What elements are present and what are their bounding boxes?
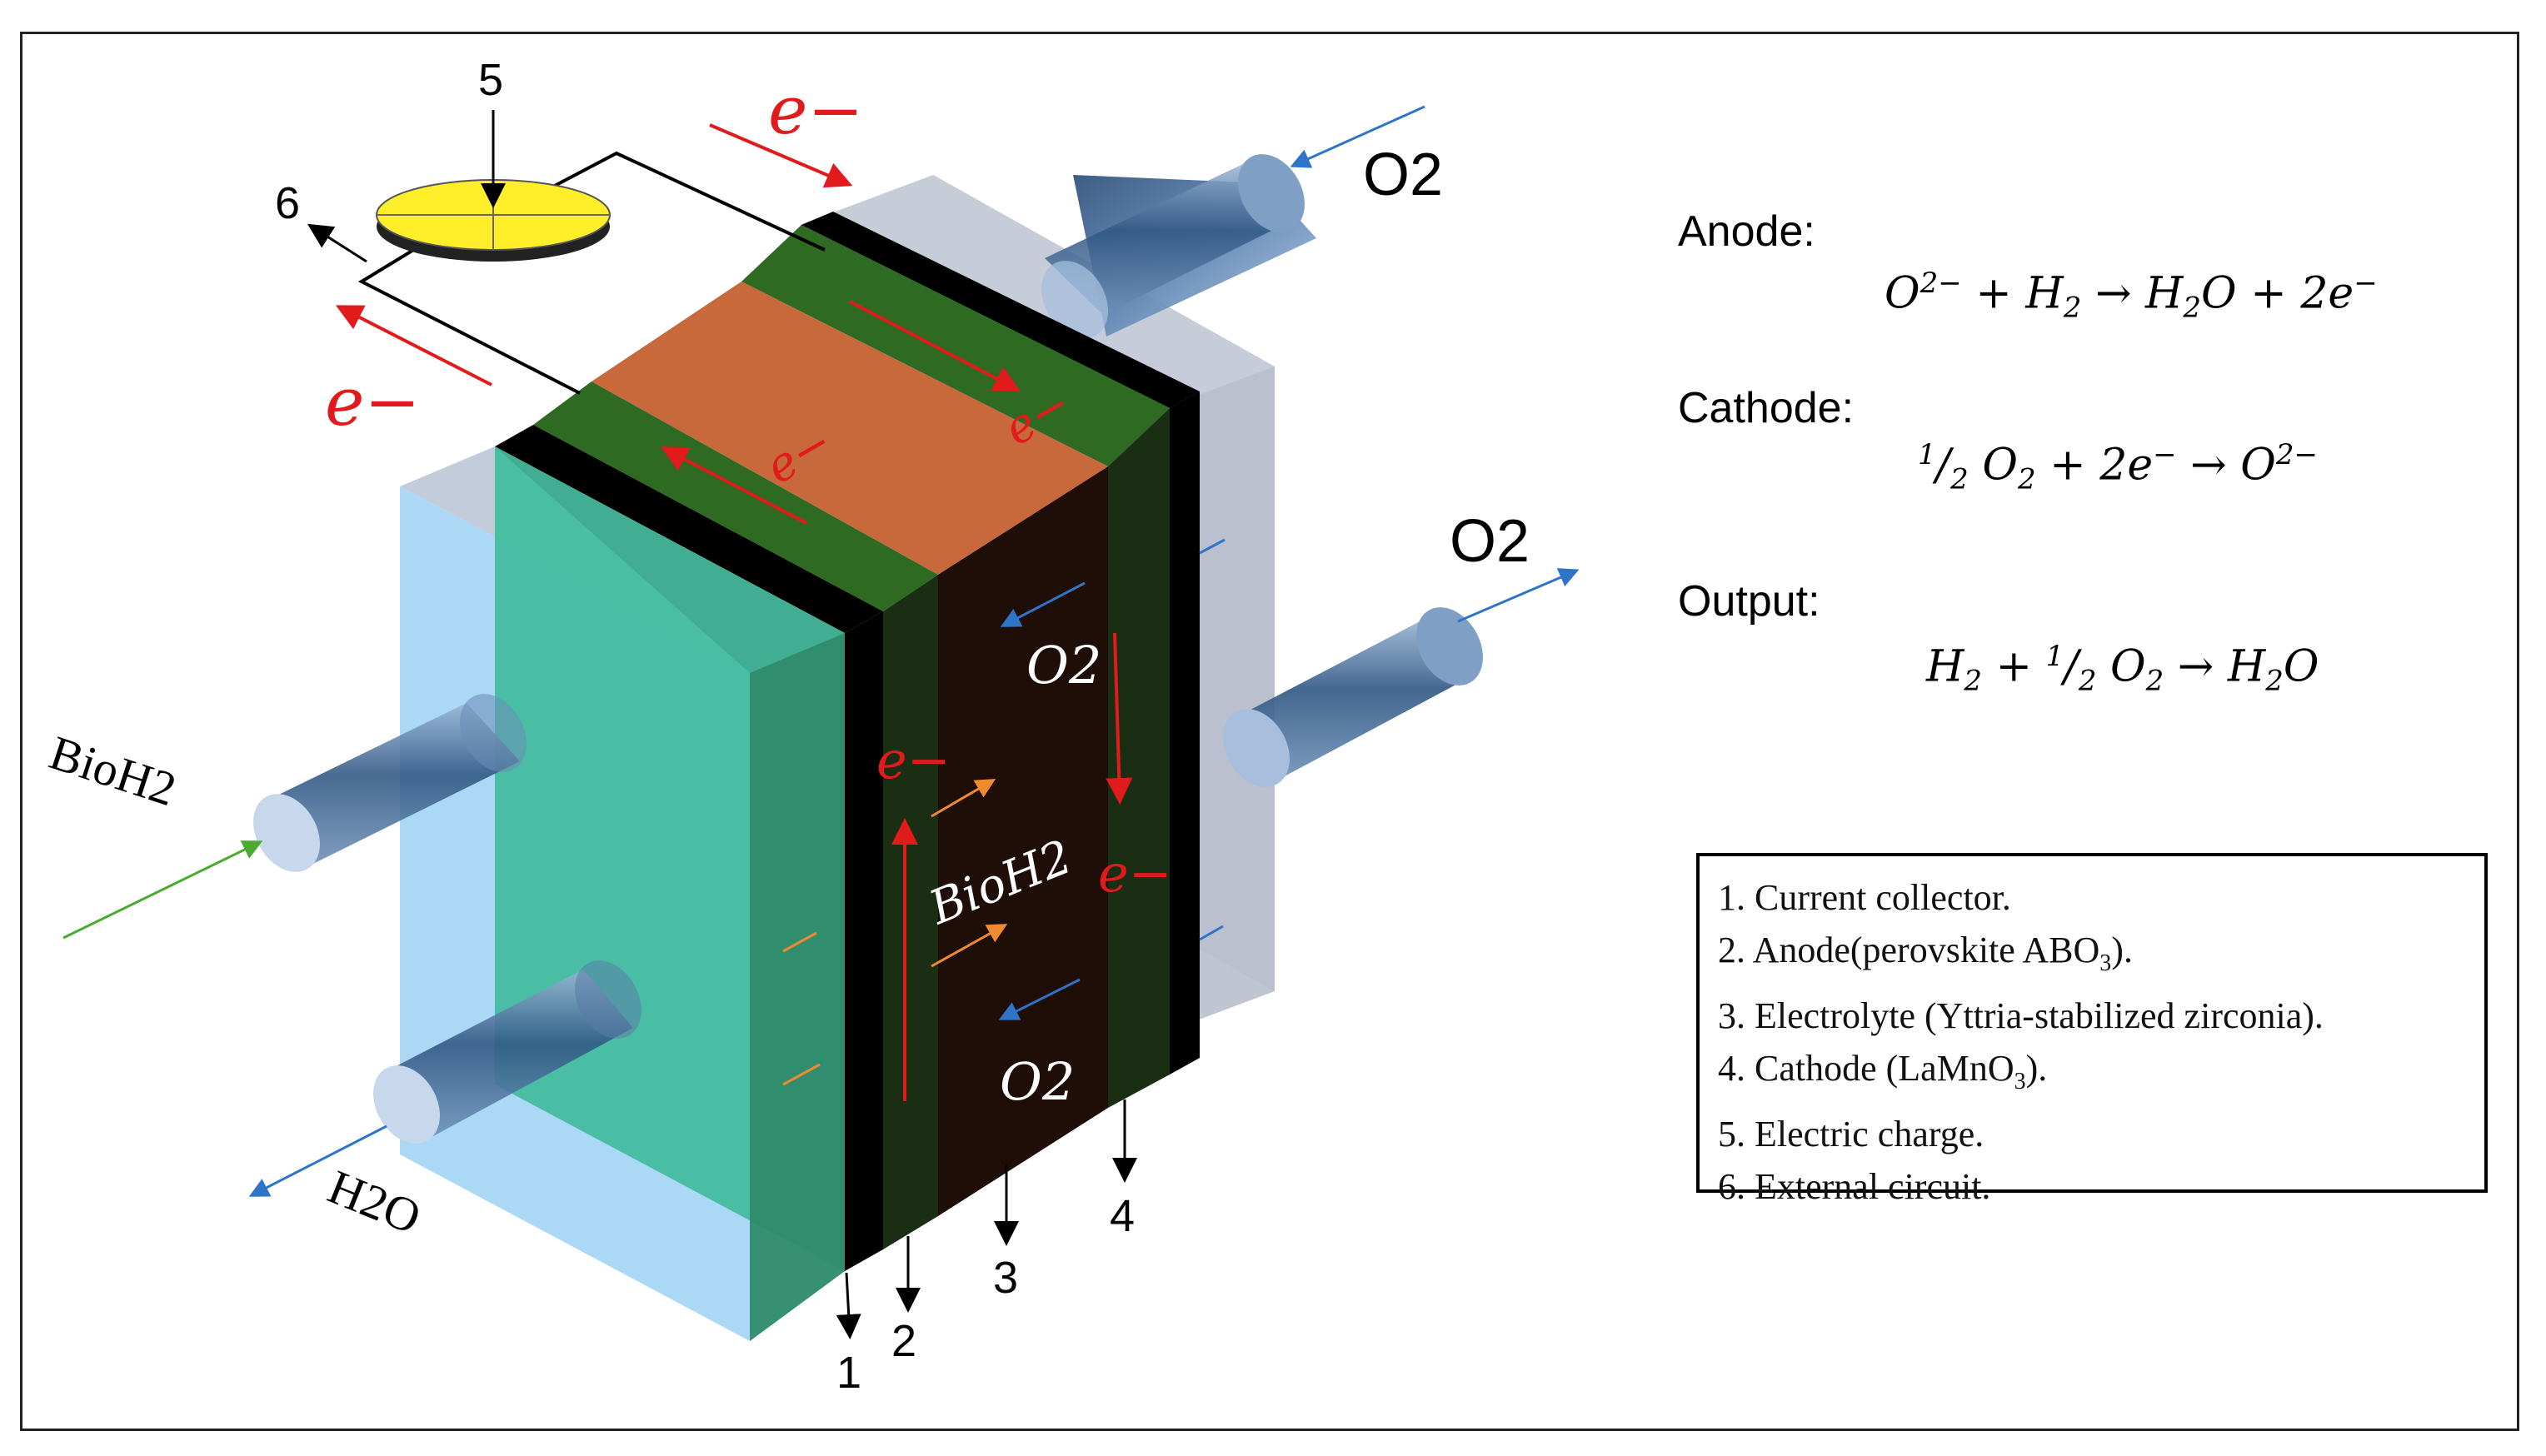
electron-label-left: e− [325, 363, 420, 441]
electric-charge-load [376, 179, 611, 262]
legend-item-2: 2. Anode(perovskite ABO3). [1718, 930, 2133, 976]
number-3: 3 [993, 1253, 1018, 1303]
number-4: 4 [1110, 1191, 1135, 1241]
number-pointer-arrows [307, 110, 1137, 1339]
cathode-label: Cathode: [1678, 384, 1855, 432]
o2-outlet-pipe [1223, 607, 1483, 787]
h2o-outlet-label: H2O [321, 1159, 428, 1245]
o2-outlet-label: O2 [1450, 508, 1530, 575]
number-5: 5 [478, 55, 503, 105]
cathode-equation: 1/2 O2 + 2e− → O2− [1918, 438, 2319, 496]
number-1: 1 [836, 1348, 861, 1398]
h2o-outlet-pipe [373, 960, 641, 1144]
bioh2-inlet-label: BioH2 [43, 726, 182, 817]
o2-inlet-pipe [1041, 154, 1316, 339]
legend-item-6: 6. External circuit. [1718, 1165, 1991, 1207]
output-equation: H2 + 1/2 O2 → H2O [1926, 640, 2319, 698]
number-2: 2 [891, 1316, 916, 1366]
anode-equation: O2− + H2 → H2O + 2e− [1885, 267, 2378, 325]
electron-label-cathode: e− [1098, 843, 1172, 904]
bioh2-inlet-pipe [253, 694, 527, 872]
fuel-flow-arrows [62, 778, 1008, 1086]
legend-item-5: 5. Electric charge. [1718, 1113, 1984, 1154]
electron-flow-arrows [335, 123, 1133, 1101]
number-6: 6 [275, 178, 300, 228]
cell-cross-section [845, 391, 1200, 1271]
anode-label: Anode: [1678, 207, 1815, 256]
o2-flow-arrows [248, 105, 1580, 1197]
legend-item-1: 1. Current collector. [1718, 877, 2011, 918]
legend-item-3: 3. Electrolyte (Yttria-stabilized zircon… [1718, 995, 2324, 1036]
o2-inlet-label: O2 [1363, 142, 1443, 208]
o2-inner-bottom-label: O2 [1000, 1051, 1075, 1112]
components-legend: 1. Current collector. 2. Anode(perovskit… [1696, 853, 2488, 1207]
legend-item-4: 4. Cathode (LaMnO3). [1718, 1047, 2048, 1094]
cell-top-surface [495, 212, 1200, 633]
electron-label-top: e− [768, 72, 863, 149]
output-label: Output: [1678, 577, 1820, 626]
o2-inner-top-label: O2 [1026, 635, 1101, 696]
electron-label-anode: e− [876, 730, 951, 790]
